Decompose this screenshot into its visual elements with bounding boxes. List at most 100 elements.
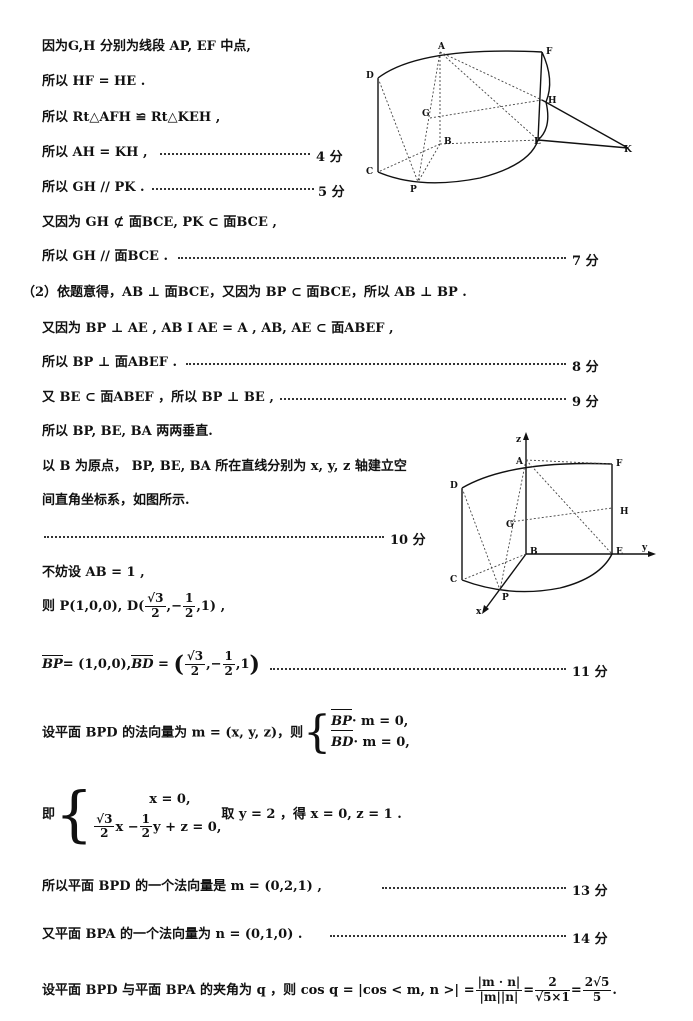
comma: , bbox=[166, 598, 172, 614]
equals-sign: = bbox=[523, 982, 535, 998]
line-4: 所以 AH = KH , bbox=[42, 145, 148, 160]
score-5: 5 分 bbox=[318, 185, 345, 200]
frac-num: 2√5 bbox=[582, 975, 612, 991]
line-20-suffix: 取 y = 2 ，得 x = 0, z = 1 . bbox=[221, 807, 402, 823]
fig1-label-G: G bbox=[422, 109, 430, 119]
line-14: 间直角坐标系，如图所示. bbox=[42, 493, 190, 508]
score-10: 10 分 bbox=[390, 533, 426, 548]
line-13: 以 B 为原点， BP, BE, BA 所在直线分别为 x, y, z 轴建立空 bbox=[42, 459, 407, 474]
frac-den: 2 bbox=[141, 826, 150, 841]
frac-num: 2 bbox=[535, 975, 570, 991]
fig2-label-D: D bbox=[450, 481, 458, 491]
fig1-label-P: P bbox=[410, 185, 417, 195]
left-brace: { bbox=[55, 779, 94, 850]
frac-den: 2 bbox=[184, 605, 194, 620]
score-11: 11 分 bbox=[572, 665, 608, 680]
frac-num: 1 bbox=[182, 591, 196, 607]
line-23: 设平面 BPD 与平面 BPA 的夹角为 q ，则 cos q = |cos <… bbox=[42, 975, 617, 1005]
eq-row-1-text: · m = 0, bbox=[351, 714, 409, 729]
line-17-suffix: ,1) , bbox=[196, 598, 226, 614]
equation-system-1: BP· m = 0,BD· m = 0, bbox=[331, 709, 410, 754]
left-brace: { bbox=[303, 707, 332, 759]
score-leader-8 bbox=[186, 363, 566, 365]
fig1-label-K: K bbox=[624, 145, 633, 155]
fraction-dot-over-norms: |m · n||m||n| bbox=[475, 975, 523, 1005]
line-3: 所以 Rt△AFH ≌ Rt△KEH , bbox=[42, 110, 221, 125]
score-leader-14 bbox=[330, 935, 566, 937]
score-leader-13 bbox=[382, 887, 566, 889]
line-2: 所以 HF = HE . bbox=[42, 74, 146, 89]
fig2-label-F: F bbox=[616, 459, 623, 469]
line-20-prefix: 即 bbox=[42, 807, 56, 823]
eq2-row-2-end: y + z = 0, bbox=[152, 819, 222, 835]
fig2-label-y: y bbox=[641, 543, 648, 553]
score-leader-5 bbox=[152, 188, 314, 190]
eq-row-2-text: · m = 0, bbox=[353, 734, 410, 750]
fig1-label-D: D bbox=[366, 71, 374, 81]
fig2-label-G: G bbox=[506, 520, 514, 530]
left-paren: ( bbox=[173, 651, 184, 678]
frac-den: |m||n| bbox=[479, 989, 519, 1004]
line-22: 又平面 BPA 的一个法向量为 n = (0,1,0) . bbox=[42, 927, 303, 942]
eq2-row-1: x = 0, bbox=[149, 792, 191, 807]
vector-bp: BP bbox=[331, 709, 352, 733]
line-16: 不妨设 AB = 1 , bbox=[42, 565, 145, 580]
frac-den: 5 bbox=[592, 989, 602, 1004]
fig1-label-H: H bbox=[548, 96, 557, 106]
frac-num: 1 bbox=[222, 649, 235, 665]
frac-num: √3 bbox=[94, 811, 115, 828]
line-7: 所以 GH // 面BCE . bbox=[42, 249, 168, 264]
frac-num: √3 bbox=[184, 649, 206, 665]
line-6: 又因为 GH ⊄ 面BCE, PK ⊂ 面BCE , bbox=[42, 215, 277, 230]
figure-1-cylinder-diagram: A F D H G B E K C P bbox=[366, 42, 633, 195]
fig1-label-B: B bbox=[444, 137, 452, 147]
frac-num: |m · n| bbox=[475, 975, 523, 991]
frac-den: 2 bbox=[190, 663, 200, 678]
line-5: 所以 GH // PK . bbox=[42, 180, 145, 195]
equals-sign: = bbox=[570, 982, 582, 998]
score-9: 9 分 bbox=[572, 395, 599, 410]
comma: , bbox=[206, 656, 211, 672]
line-9: 又因为 BP ⊥ AE , AB I AE = A , AB, AE ⊂ 面AB… bbox=[42, 321, 394, 336]
fig1-label-A: A bbox=[437, 42, 446, 52]
fig1-label-F: F bbox=[546, 47, 553, 57]
fig2-label-x: x bbox=[476, 607, 482, 617]
frac-den: √5×1 bbox=[535, 989, 570, 1004]
line-21: 所以平面 BPD 的一个法向量是 m = (0,2,1) , bbox=[42, 879, 322, 894]
fig2-label-z: z bbox=[516, 435, 521, 445]
figure-2-coordinate-diagram: z A F D H G B E y C P x bbox=[450, 432, 656, 617]
fig2-label-A: A bbox=[515, 457, 524, 467]
comma: , bbox=[235, 656, 241, 672]
score-leader-10 bbox=[44, 536, 384, 538]
frac-num: 1 bbox=[139, 811, 152, 828]
score-leader-4 bbox=[160, 153, 310, 155]
vector-bd: BD bbox=[131, 654, 154, 672]
score-leader-9 bbox=[280, 398, 566, 400]
fig1-label-C: C bbox=[366, 167, 373, 177]
eq-row-1: BP· m = 0, bbox=[331, 709, 410, 733]
value-1: 1 bbox=[240, 656, 250, 672]
eq-row-2: BD· m = 0, bbox=[331, 729, 410, 754]
score-4: 4 分 bbox=[316, 150, 343, 165]
right-paren: ) bbox=[249, 651, 260, 678]
line-19-prefix: 设平面 BPD 的法向量为 m = (x, y, z)，则 bbox=[42, 725, 304, 741]
line-12: 所以 BP, BE, BA 两两垂直. bbox=[42, 424, 213, 439]
fig2-label-H: H bbox=[620, 507, 629, 517]
frac-den: 2 bbox=[151, 605, 160, 620]
fig2-label-P: P bbox=[502, 593, 509, 603]
line-10: 所以 BP ⊥ 面ABEF . bbox=[42, 355, 178, 370]
fig2-label-C: C bbox=[450, 575, 457, 585]
line-8: （2）依题意得，AB ⊥ 面BCE，又因为 BP ⊂ 面BCE，所以 AB ⊥ … bbox=[22, 285, 467, 300]
equals-sign: = bbox=[158, 656, 169, 672]
minus-sign: − bbox=[210, 656, 222, 672]
frac-den: 2 bbox=[224, 663, 233, 678]
